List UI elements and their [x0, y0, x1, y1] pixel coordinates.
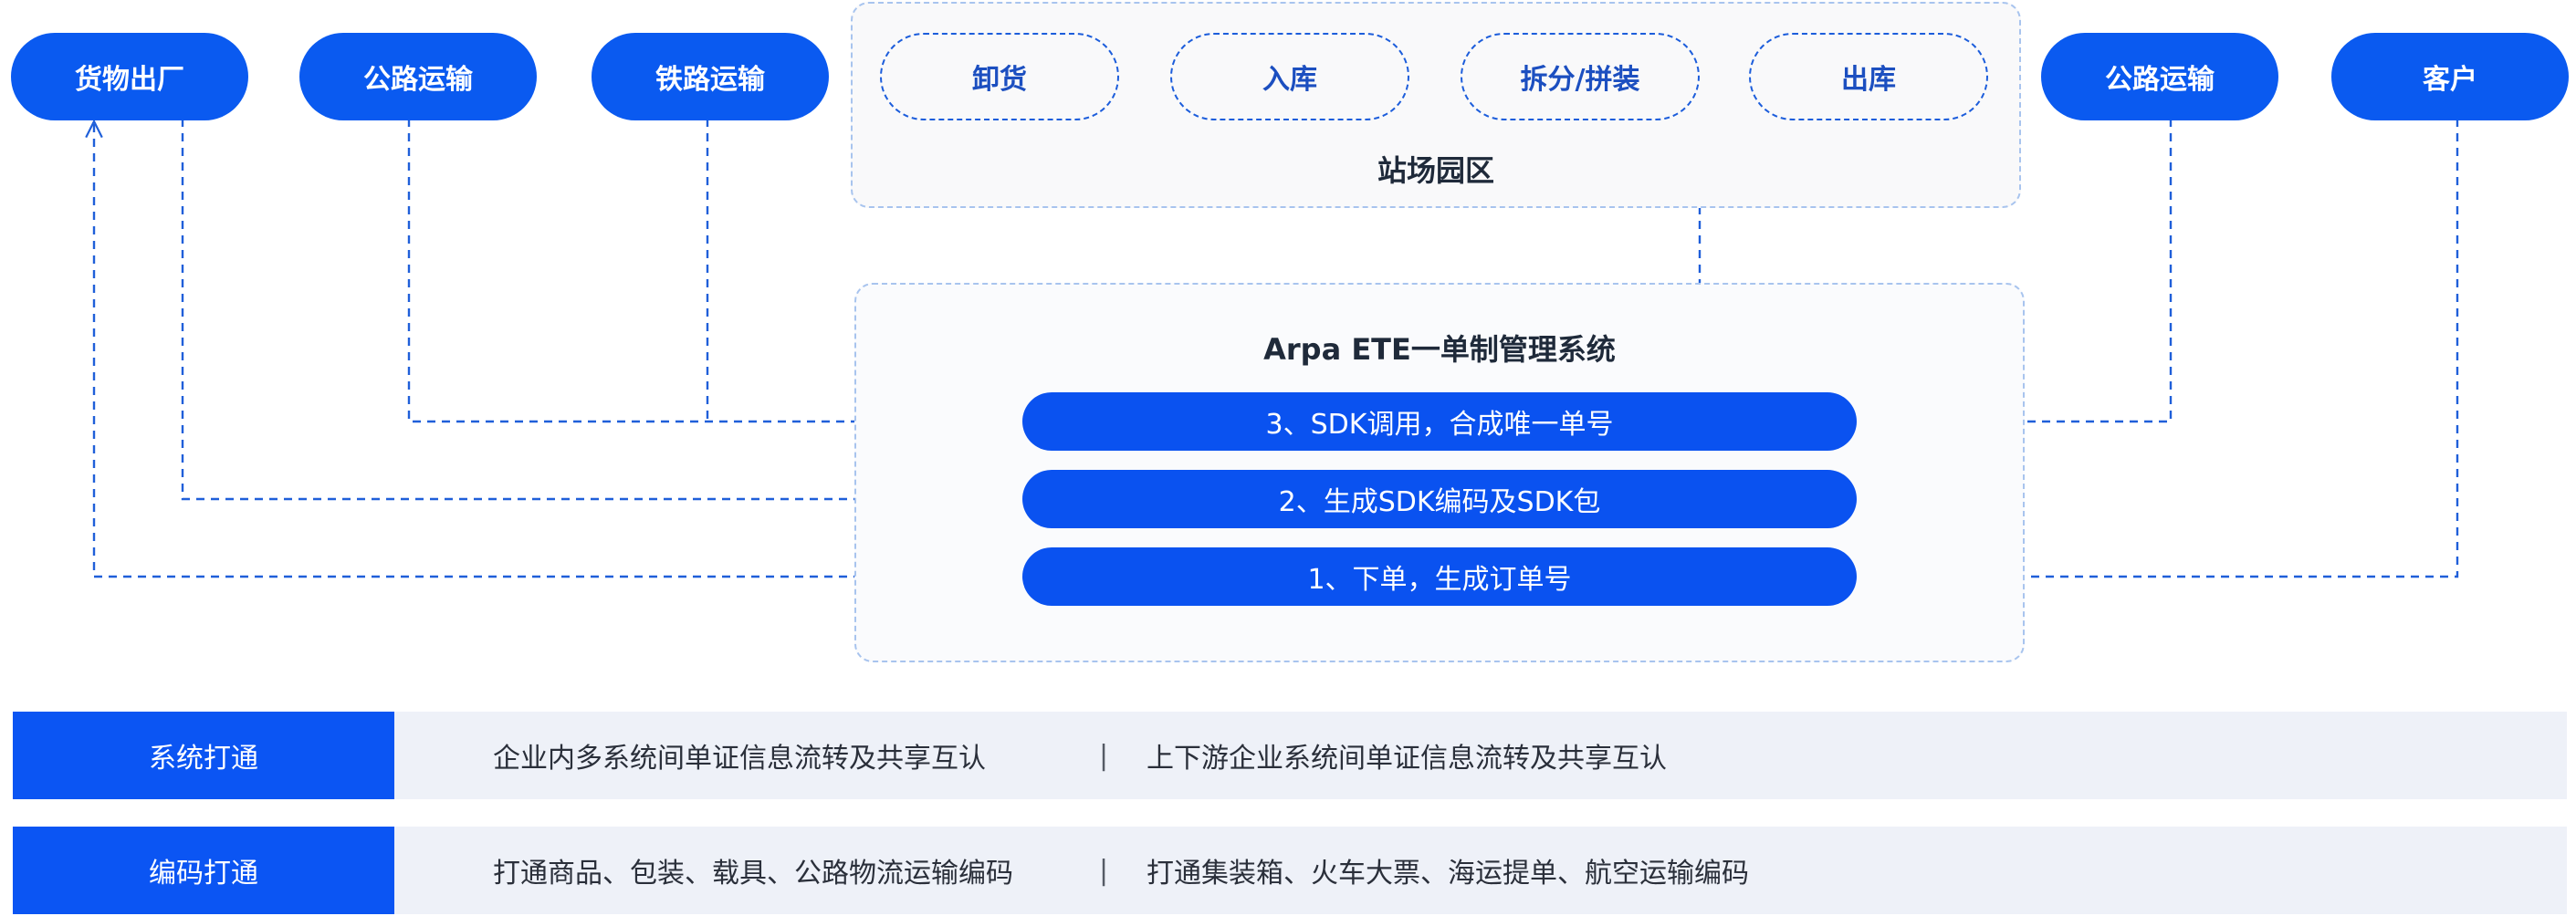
row-system-integration-title: 系统打通 — [149, 743, 258, 775]
yard-title: 站场园区 — [1377, 153, 1494, 188]
system-title: Arpa ETE一单制管理系统 — [1263, 332, 1616, 367]
node-road-transport-right-label: 公路运输 — [2105, 64, 2215, 96]
yard-step-inbound: 入库 — [1170, 33, 1409, 120]
yard-zone: 站场园区 — [851, 2, 2021, 208]
row-code-integration-title: 编码打通 — [149, 858, 258, 890]
node-road-transport-left-label: 公路运输 — [363, 64, 473, 96]
system-bar-generate-sdk: 2、生成SDK编码及SDK包 — [1022, 470, 1857, 528]
node-road-transport-right: 公路运输 — [2041, 33, 2278, 120]
connector-order-to-cargo — [94, 121, 1022, 578]
row-system-integration-label: 系统打通 — [13, 712, 394, 799]
row-system-integration-body: 企业内多系统间单证信息流转及共享互认 | 上下游企业系统间单证信息流转及共享互认 — [394, 712, 2567, 799]
system-bar-place-order: 1、下单，生成订单号 — [1022, 547, 1857, 606]
yard-step-outbound-label: 出库 — [1841, 64, 1896, 96]
row-system-integration-left: 企业内多系统间单证信息流转及共享互认 — [493, 743, 986, 775]
node-customer: 客户 — [2331, 33, 2569, 120]
node-customer-label: 客户 — [2423, 64, 2477, 96]
row-code-integration-label: 编码打通 — [13, 827, 394, 914]
row-code-integration-left: 打通商品、包装、载具、公路物流运输编码 — [493, 858, 1013, 890]
yard-step-outbound: 出库 — [1749, 33, 1988, 120]
row-code-integration-body: 打通商品、包装、载具、公路物流运输编码 | 打通集装箱、火车大票、海运提单、航空… — [394, 827, 2567, 914]
yard-step-inbound-label: 入库 — [1262, 64, 1317, 96]
system-bar-sdk-call-label: 3、SDK调用，合成唯一单号 — [1265, 409, 1614, 441]
node-road-transport-left: 公路运输 — [299, 33, 537, 120]
node-cargo-exit: 货物出厂 — [11, 33, 248, 120]
node-rail-transport: 铁路运输 — [592, 33, 829, 120]
connector-customer-to-order — [1857, 119, 2459, 577]
node-rail-transport-label: 铁路运输 — [655, 64, 765, 96]
connector-cargo-to-sdk-package — [181, 119, 1021, 499]
row-code-integration-separator: | — [1099, 854, 1109, 887]
system-bar-sdk-call: 3、SDK调用，合成唯一单号 — [1022, 392, 1857, 451]
row-code-integration-right: 打通集装箱、火车大票、海运提单、航空运输编码 — [1147, 858, 1749, 890]
system-bar-generate-sdk-label: 2、生成SDK编码及SDK包 — [1278, 486, 1601, 518]
row-system-integration-separator: | — [1099, 739, 1109, 772]
row-system-integration-right: 上下游企业系统间单证信息流转及共享互认 — [1147, 743, 1667, 775]
system-bar-place-order-label: 1、下单，生成订单号 — [1307, 564, 1572, 596]
yard-step-unload: 卸货 — [880, 33, 1119, 120]
yard-step-split-assemble-label: 拆分/拼装 — [1520, 64, 1640, 96]
node-cargo-exit-label: 货物出厂 — [75, 64, 184, 96]
yard-step-split-assemble: 拆分/拼装 — [1461, 33, 1700, 120]
yard-step-unload-label: 卸货 — [972, 64, 1027, 96]
